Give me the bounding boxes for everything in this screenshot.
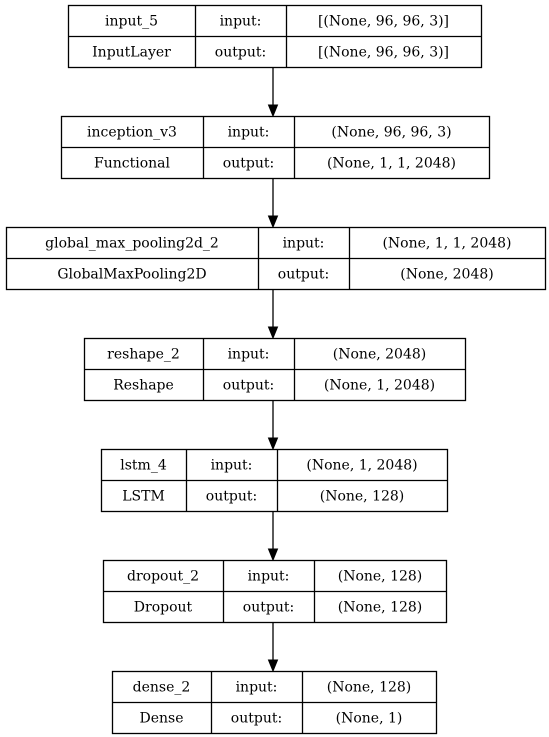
input-label: input: bbox=[228, 347, 270, 363]
layer-type: InputLayer bbox=[92, 45, 171, 61]
arrowhead-icon bbox=[267, 326, 279, 340]
layer-name: dropout_2 bbox=[127, 569, 199, 585]
connection-arrow bbox=[267, 178, 279, 229]
input-label: input: bbox=[228, 125, 270, 141]
input-label: input: bbox=[211, 458, 253, 474]
layer-type: LSTM bbox=[122, 489, 165, 505]
output-label: output: bbox=[215, 45, 266, 61]
layer-node-global_max_pooling2d_2: global_max_pooling2d_2GlobalMaxPooling2D… bbox=[5, 226, 547, 291]
input-shape: (None, 1, 2048) bbox=[306, 458, 417, 474]
output-label: output: bbox=[231, 711, 282, 727]
connection-arrow bbox=[267, 67, 279, 118]
output-shape: [(None, 96, 96, 3)] bbox=[318, 45, 449, 61]
output-shape: (None, 1) bbox=[336, 711, 403, 727]
output-shape: (None, 2048) bbox=[400, 267, 493, 283]
input-label: input: bbox=[283, 236, 325, 252]
arrowhead-icon bbox=[267, 215, 279, 229]
arrowhead-icon bbox=[267, 548, 279, 562]
output-shape: (None, 128) bbox=[320, 489, 405, 505]
input-label: input: bbox=[236, 680, 278, 696]
output-label: output: bbox=[278, 267, 329, 283]
input-label: input: bbox=[248, 569, 290, 585]
layer-name: global_max_pooling2d_2 bbox=[45, 236, 219, 252]
output-shape: (None, 1, 1, 2048) bbox=[327, 156, 456, 172]
arrowhead-icon bbox=[267, 437, 279, 451]
input-shape: (None, 96, 96, 3) bbox=[331, 125, 451, 141]
layer-name: lstm_4 bbox=[120, 458, 167, 474]
input-shape: (None, 2048) bbox=[333, 347, 426, 363]
connection-arrow bbox=[267, 400, 279, 451]
output-shape: (None, 128) bbox=[338, 600, 423, 616]
output-label: output: bbox=[243, 600, 294, 616]
input-label: input: bbox=[220, 14, 262, 30]
layer-name: dense_2 bbox=[133, 680, 191, 696]
layer-type: Functional bbox=[94, 156, 170, 172]
input-shape: [(None, 96, 96, 3)] bbox=[318, 14, 449, 30]
layer-type: Dropout bbox=[134, 600, 193, 616]
input-shape: (None, 128) bbox=[338, 569, 423, 585]
output-label: output: bbox=[223, 156, 274, 172]
layer-name: inception_v3 bbox=[87, 125, 177, 141]
output-label: output: bbox=[206, 489, 257, 505]
connection-arrow bbox=[267, 511, 279, 562]
layer-type: GlobalMaxPooling2D bbox=[57, 267, 206, 283]
output-shape: (None, 1, 2048) bbox=[324, 378, 435, 394]
connection-arrow bbox=[267, 622, 279, 673]
output-label: output: bbox=[223, 378, 274, 394]
layer-type: Reshape bbox=[113, 378, 174, 394]
layer-name: input_5 bbox=[105, 14, 158, 30]
arrowhead-icon bbox=[267, 104, 279, 118]
arrowhead-icon bbox=[267, 659, 279, 673]
input-shape: (None, 1, 1, 2048) bbox=[382, 236, 511, 252]
layer-name: reshape_2 bbox=[107, 347, 180, 363]
input-shape: (None, 128) bbox=[327, 680, 412, 696]
connection-arrow bbox=[267, 289, 279, 340]
layer-type: Dense bbox=[140, 711, 184, 727]
